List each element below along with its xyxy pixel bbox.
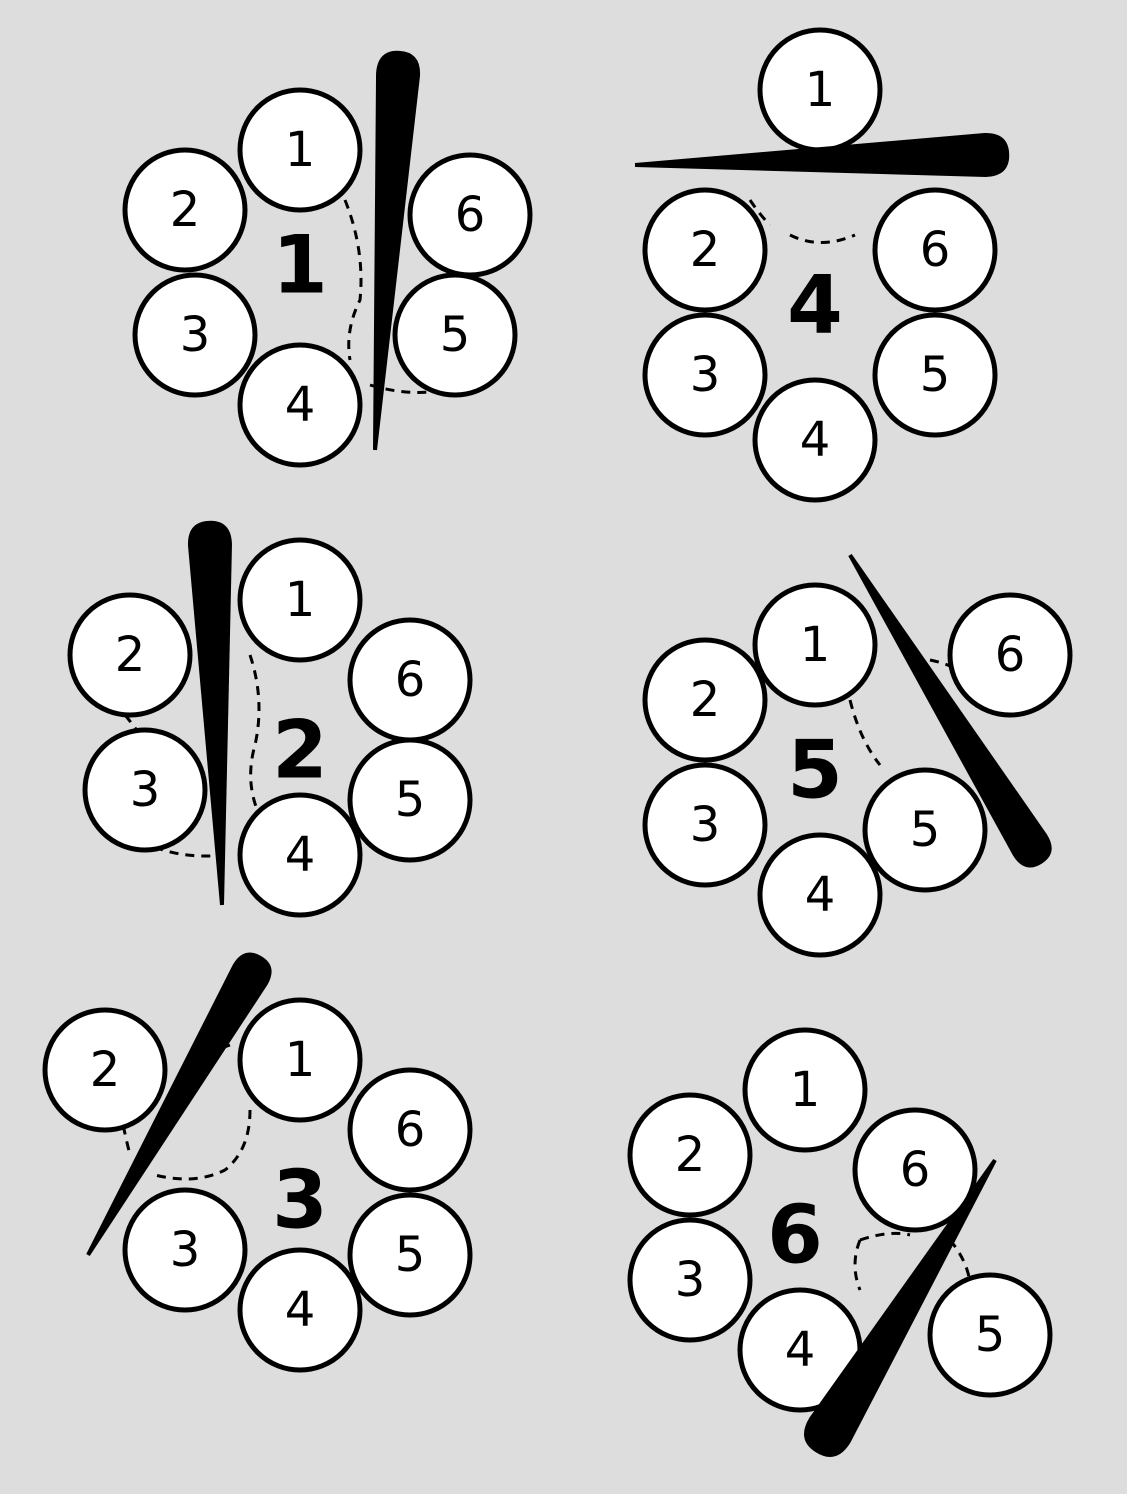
pin-label-3: 3 (675, 1252, 706, 1308)
stick-marker (188, 521, 232, 905)
pin-label-2: 2 (690, 222, 721, 278)
pin-label-4: 4 (285, 377, 316, 433)
dashed-line (850, 700, 880, 765)
pin-label-4: 4 (285, 1282, 316, 1338)
pin-label-6: 6 (920, 222, 951, 278)
pin-label-2: 2 (170, 182, 201, 238)
dashed-line (345, 200, 361, 360)
pin-label-3: 3 (690, 797, 721, 853)
pin-label-1: 1 (805, 62, 836, 118)
pin-label-4: 4 (785, 1322, 816, 1378)
center-number: 6 (767, 1189, 823, 1282)
pin-label-3: 3 (690, 347, 721, 403)
pin-label-1: 1 (285, 1032, 316, 1088)
pin-diagram-1: 1 2 3 4 5 6 1 (125, 51, 530, 465)
pin-diagram-3: 1 2 3 4 5 6 3 (45, 953, 470, 1370)
pin-label-6: 6 (995, 627, 1026, 683)
pin-label-4: 4 (805, 867, 836, 923)
pin-label-6: 6 (395, 1102, 426, 1158)
center-number: 1 (272, 219, 328, 312)
pin-label-1: 1 (800, 617, 831, 673)
pin-label-4: 4 (800, 412, 831, 468)
pin-label-5: 5 (920, 347, 951, 403)
pin-diagram-2: 1 2 3 4 5 6 2 (70, 521, 470, 915)
dashed-line (790, 235, 855, 243)
dashed-line (250, 655, 259, 812)
pin-label-2: 2 (90, 1042, 121, 1098)
pin-label-5: 5 (440, 307, 471, 363)
pin-label-3: 3 (130, 762, 161, 818)
pin-label-6: 6 (455, 187, 486, 243)
pin-label-5: 5 (975, 1307, 1006, 1363)
pin-label-5: 5 (395, 1227, 426, 1283)
pin-label-1: 1 (790, 1062, 821, 1118)
center-number: 5 (787, 724, 843, 817)
dashed-line (860, 1233, 910, 1240)
center-number: 3 (272, 1154, 328, 1247)
pin-label-4: 4 (285, 827, 316, 883)
pin-label-1: 1 (285, 122, 316, 178)
pin-label-5: 5 (910, 802, 941, 858)
pin-label-3: 3 (180, 307, 211, 363)
pin-label-6: 6 (395, 652, 426, 708)
center-number: 4 (787, 259, 843, 352)
pin-label-2: 2 (675, 1127, 706, 1183)
pin-label-2: 2 (690, 672, 721, 728)
pin-label-5: 5 (395, 772, 426, 828)
center-number: 2 (272, 704, 328, 797)
pin-label-3: 3 (170, 1222, 201, 1278)
stick-marker (373, 51, 420, 450)
pin-diagram-5: 1 2 3 4 5 6 5 (645, 554, 1070, 955)
pin-diagram-6: 1 2 3 4 5 6 6 (630, 1030, 1050, 1457)
pin-diagram-4: 1 2 3 4 5 6 4 (635, 30, 1009, 500)
pin-label-2: 2 (115, 627, 146, 683)
pin-label-1: 1 (285, 572, 316, 628)
pin-label-6: 6 (900, 1142, 931, 1198)
dashed-line (855, 1240, 860, 1290)
